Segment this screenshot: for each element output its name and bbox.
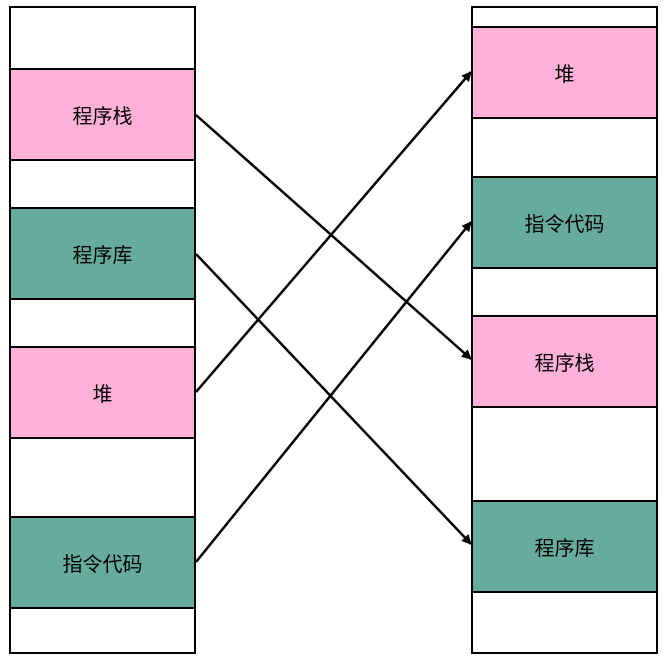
right-segment-instruction-code-label: 指令代码	[524, 212, 605, 236]
arrow-heap-to-heap	[195, 71, 472, 393]
right-segment-program-library: 程序库	[471, 500, 658, 593]
left-segment-program-stack-label: 程序栈	[72, 104, 133, 128]
right-segment-instruction-code: 指令代码	[471, 176, 658, 269]
arrow-stack-to-stack	[195, 114, 472, 360]
left-segment-heap-label: 堆	[92, 382, 113, 406]
left-segment-heap: 堆	[9, 346, 196, 439]
right-segment-program-stack-label: 程序栈	[534, 351, 595, 375]
arrow-code-to-code	[195, 221, 472, 563]
right-segment-heap: 堆	[471, 26, 658, 119]
left-segment-instruction-code: 指令代码	[9, 516, 196, 609]
right-segment-program-stack: 程序栈	[471, 315, 658, 408]
arrow-library-to-library	[195, 253, 472, 545]
right-memory-column: 堆 指令代码 程序栈 程序库	[471, 6, 658, 654]
left-segment-program-stack: 程序栈	[9, 68, 196, 161]
left-memory-column: 程序栈 程序库 堆 指令代码	[9, 6, 196, 654]
right-segment-heap-label: 堆	[554, 62, 575, 86]
left-segment-program-library: 程序库	[9, 207, 196, 300]
left-segment-instruction-code-label: 指令代码	[62, 552, 143, 576]
right-segment-program-library-label: 程序库	[534, 536, 595, 560]
left-segment-program-library-label: 程序库	[72, 243, 133, 267]
